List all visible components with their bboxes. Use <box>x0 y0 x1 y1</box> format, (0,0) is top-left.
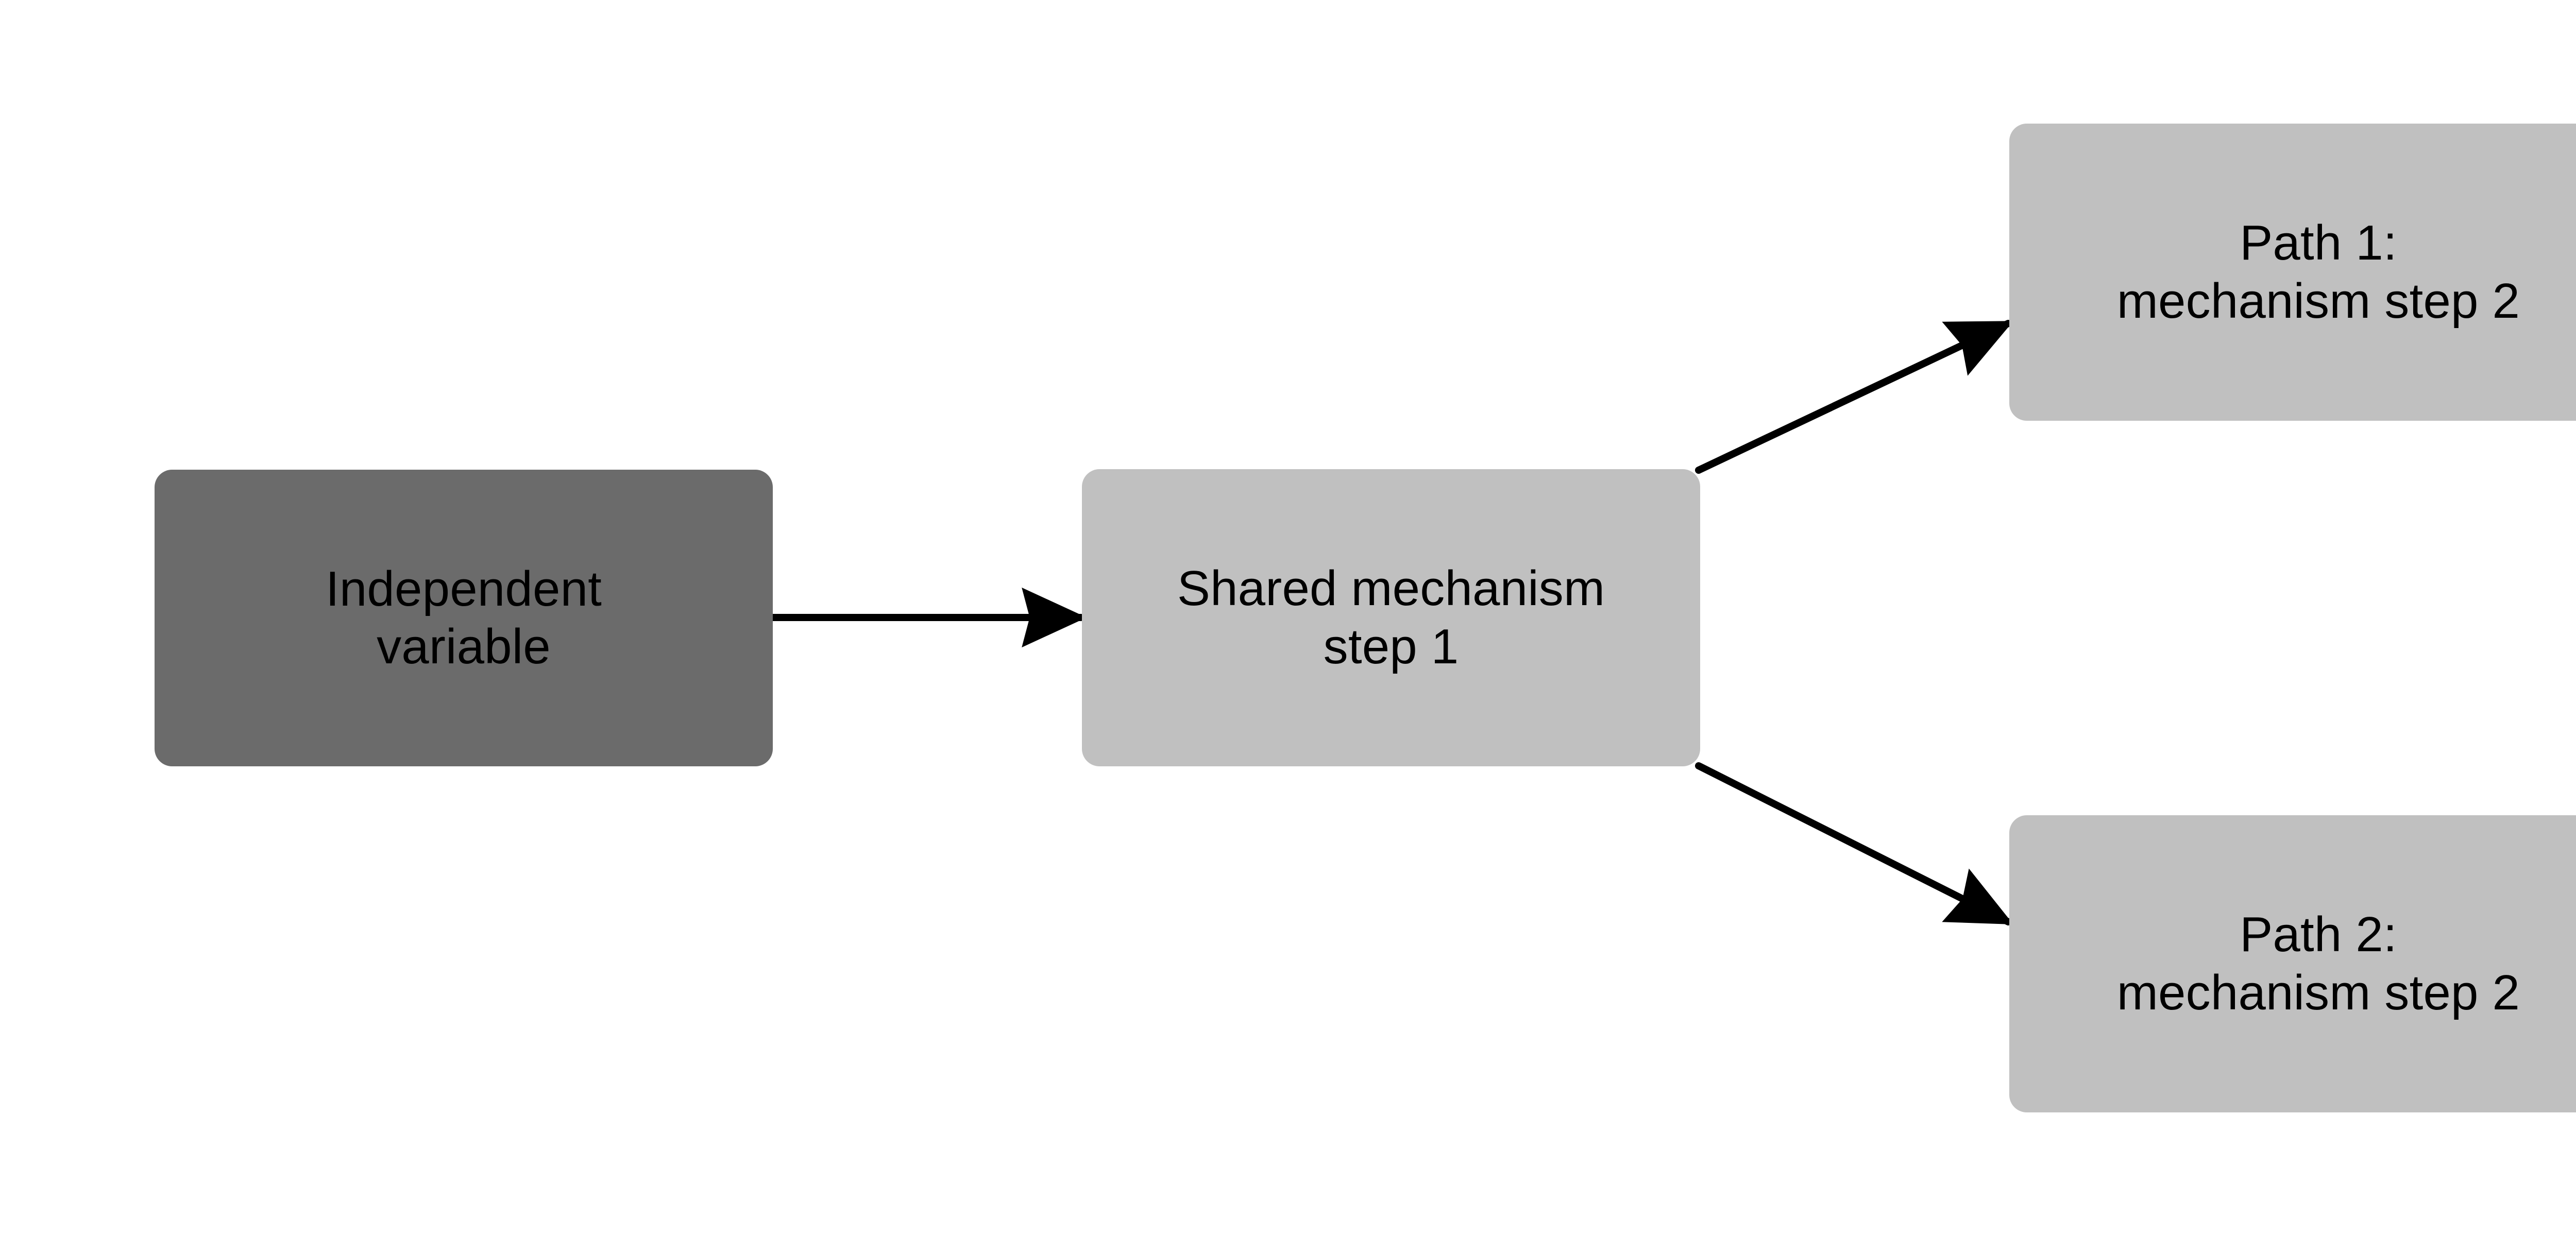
edge-shared-to-path1 <box>1695 320 2014 474</box>
node-path-1-mechanism-step-2[interactable]: Path 1: mechanism step 2 <box>2009 124 2576 421</box>
node-independent-variable[interactable]: Independent variable <box>155 470 773 766</box>
node-path-2-label: Path 2: mechanism step 2 <box>2116 907 2520 1020</box>
node-shared-mechanism-step-1[interactable]: Shared mechanism step 1 <box>1082 469 1700 766</box>
node-path-2-mechanism-step-2[interactable]: Path 2: mechanism step 2 <box>2009 815 2576 1112</box>
node-shared-mechanism-step-1-label: Shared mechanism step 1 <box>1177 561 1605 674</box>
node-independent-variable-label: Independent variable <box>325 561 602 674</box>
node-path-1-label: Path 1: mechanism step 2 <box>2116 215 2520 329</box>
edge-shared-to-path2 <box>1695 762 2014 925</box>
